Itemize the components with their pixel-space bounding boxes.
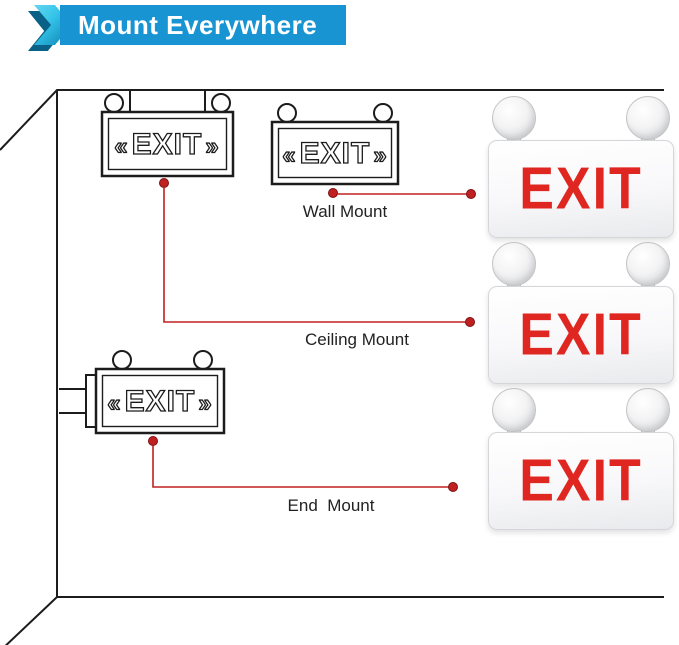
connector-dot [159,178,169,188]
banner-title: Mount Everywhere [78,9,318,40]
lamp-head-icon [492,388,536,432]
sign-inner-frame [101,374,219,428]
exit-sign-photo-end: EXIT [488,388,674,530]
lamp-head-icon [626,242,670,286]
exit-text: «EXIT» [282,137,387,170]
lamp-head-icon [193,350,213,370]
exit-text: EXIT [519,447,643,515]
sign-frame [94,367,226,435]
end-mount-label: End Mount [287,496,375,515]
lamp-head-icon [277,103,297,123]
wall-bracket-plate [85,374,97,428]
exit-sign-photo-wall: EXIT [488,96,674,238]
connector-dot [465,317,475,327]
sign-body: EXIT [488,286,674,384]
floor-line [4,596,664,645]
lamp-head-icon [373,103,393,123]
wall-mount-label: Wall Mount [302,202,388,221]
sign-frame [100,110,235,178]
connector-dot [448,482,458,492]
lamp-head-icon [626,388,670,432]
exit-sign-photo-ceiling: EXIT [488,242,674,384]
sign-inner-frame [277,127,393,179]
connector-dot [148,436,158,446]
ceiling-mount-connector-line [163,188,466,323]
lamp-head-icon [626,96,670,140]
wall-mount-sign-drawing: «EXIT» [270,103,400,198]
exit-text: «EXIT» [114,128,219,161]
exit-text: «EXIT» [107,385,212,418]
lamp-head-icon [112,350,132,370]
ceiling-mount-sign-drawing: «EXIT» [100,90,235,188]
sign-body: EXIT [488,432,674,530]
lamp-head-icon [492,242,536,286]
lamp-head-icon [104,93,124,113]
ceiling-mount-label: Ceiling Mount [305,330,409,349]
room-outline [0,89,664,645]
sign-body: EXIT [488,140,674,238]
lamp-head-icon [492,96,536,140]
banner-rect: Mount Everywhere [60,5,346,45]
lamp-head-icon [211,93,231,113]
exit-text: EXIT [519,301,643,369]
end-mount-sign-drawing: «EXIT» [59,350,226,446]
exit-text: EXIT [519,155,643,223]
mount-everywhere-banner: Mount Everywhere [28,5,348,51]
connectors [152,188,476,492]
end-mount-connector-line [152,446,449,488]
connector-dot [466,189,476,199]
sign-frame [270,120,400,186]
connector-dot [328,188,338,198]
sign-inner-frame [107,117,228,171]
